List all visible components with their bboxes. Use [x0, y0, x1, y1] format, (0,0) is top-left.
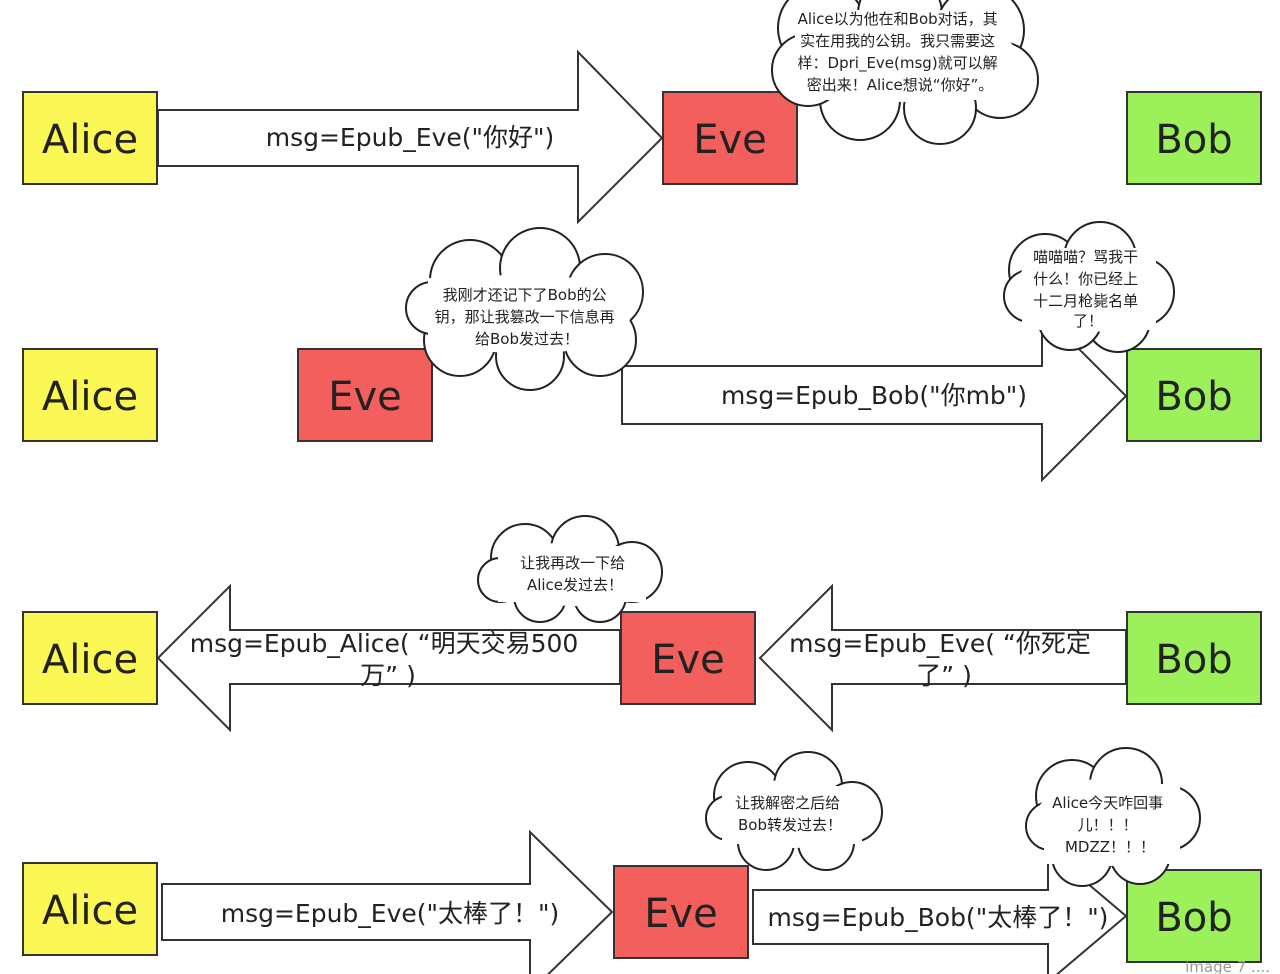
arrow-eve-to-bob [621, 309, 1128, 483]
eve-label: Eve [328, 374, 402, 420]
arrow-eve-to-alice [156, 583, 621, 733]
eve-note-text: 让我解密之后给 Bob转发过去！ [735, 794, 845, 834]
bob-thought-bubble [1025, 747, 1201, 887]
eve-box [620, 611, 756, 705]
row-4: msg=Epub_Eve("太棒了！") msg=Epub_Bob("太棒了！"… [22, 747, 1262, 974]
bob-note-text: 喵喵喵？骂我干 什么！你已经上 十二月枪毙名单 了！ [1033, 248, 1143, 330]
eve-box [613, 865, 749, 959]
arrow-label: msg=Epub_Bob("你mb") [721, 381, 1027, 410]
bob-note-text: Alice今天咋回事 儿！！！ MDZZ！！！ [1052, 794, 1168, 856]
eve-note-text: Alice以为他在和Bob对话，其 实在用我的公钥。我只需要这 样：Dpri_E… [798, 10, 1003, 94]
bob-thought-bubble [1003, 221, 1175, 353]
bob-label: Bob [1155, 117, 1232, 163]
eve-thought-bubble [705, 751, 883, 871]
eve-thought-bubble [771, 0, 1039, 145]
alice-label: Alice [42, 888, 138, 934]
bob-box [1126, 869, 1262, 963]
alice-label: Alice [42, 374, 138, 420]
eve-label: Eve [693, 117, 767, 163]
row-1: msg=Epub_Eve("你好") Alice Eve Bob Alice以为… [22, 0, 1262, 225]
bob-label: Bob [1155, 637, 1232, 683]
arrow-label: msg=Epub_Alice( “明天交易500 万” ) [190, 629, 587, 690]
arrow-bob-to-eve [758, 583, 1127, 733]
bob-label: Bob [1155, 374, 1232, 420]
alice-box [22, 91, 158, 185]
alice-label: Alice [42, 637, 138, 683]
watermark: image 7 .... [1185, 958, 1270, 974]
arrow-alice-to-eve [157, 49, 664, 225]
bob-box [1126, 611, 1262, 705]
alice-box [22, 348, 158, 442]
eve-thought-bubble [477, 515, 663, 623]
eve-label: Eve [651, 637, 725, 683]
arrow-alice-to-eve [161, 829, 614, 974]
eve-label: Eve [644, 891, 718, 937]
bob-box [1126, 348, 1262, 442]
eve-box [662, 91, 798, 185]
arrow-eve-to-bob [752, 847, 1128, 974]
arrow-label: msg=Epub_Eve("太棒了！") [221, 899, 560, 928]
alice-label: Alice [42, 117, 138, 163]
arrow-label: msg=Epub_Bob("太棒了！") [768, 903, 1109, 932]
alice-box [22, 862, 158, 956]
arrow-label: msg=Epub_Eve("你好") [266, 123, 555, 152]
bob-label: Bob [1155, 895, 1232, 941]
eve-note-text: 我刚才还记下了Bob的公 钥，那让我篡改一下信息再 给Bob发过去！ [435, 286, 620, 348]
arrow-label: msg=Epub_Eve( “你死定 了” ) [789, 629, 1099, 690]
bob-box [1126, 91, 1262, 185]
row-3: msg=Epub_Alice( “明天交易500 万” ) msg=Epub_E… [22, 515, 1262, 733]
eve-note-text: 让我再改一下给 Alice发过去！ [520, 554, 630, 594]
eve-box [297, 348, 433, 442]
eve-thought-bubble [405, 227, 644, 391]
row-2: msg=Epub_Bob("你mb") Alice Eve Bob 我刚才还记下… [22, 221, 1262, 483]
alice-box [22, 611, 158, 705]
